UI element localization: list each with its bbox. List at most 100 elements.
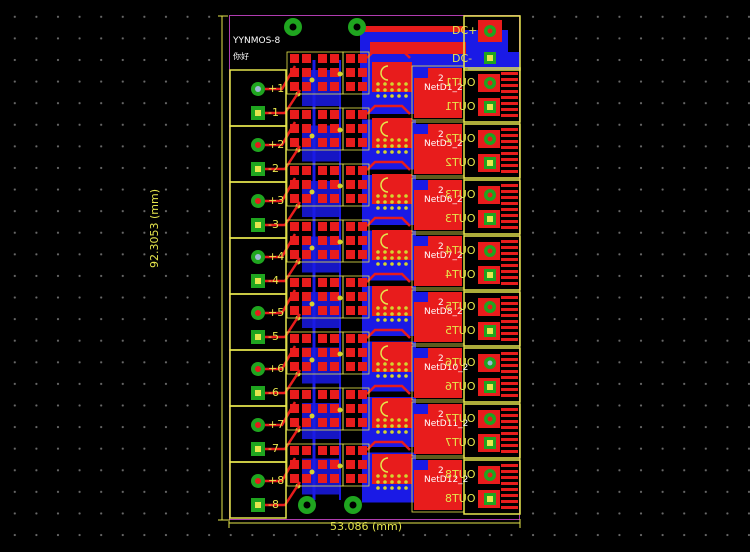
thermal-via	[390, 94, 394, 98]
mosfet-gate-mark	[380, 289, 389, 305]
thermal-via	[376, 200, 380, 204]
thermal-via	[376, 480, 380, 484]
gate-resistor-pad	[346, 138, 355, 147]
thermal-via	[404, 138, 408, 142]
thermal-via	[390, 262, 394, 266]
mosfet-drain-copper	[372, 454, 412, 484]
thermal-via	[397, 474, 401, 478]
edge-stitch	[501, 114, 518, 117]
edge-stitch	[501, 302, 518, 305]
thermal-via	[383, 474, 387, 478]
thermal-via	[397, 94, 401, 98]
thermal-via	[404, 82, 408, 86]
input-pad-hole	[255, 166, 261, 172]
input-pad-hole	[255, 478, 261, 484]
thermal-via	[376, 150, 380, 154]
smd-pad	[290, 390, 299, 399]
edge-stitch	[501, 140, 518, 143]
thermal-via	[397, 430, 401, 434]
smd-pad	[302, 418, 311, 427]
thermal-via	[397, 262, 401, 266]
smd-pad	[290, 446, 299, 455]
edge-stitch	[501, 134, 518, 137]
thermal-via	[383, 312, 387, 316]
thermal-via	[404, 480, 408, 484]
resistor-outline	[342, 331, 370, 375]
thermal-via	[397, 312, 401, 316]
mosfet-pin-label: 2	[438, 74, 444, 84]
smd-pad	[318, 334, 327, 343]
via	[309, 133, 315, 139]
thermal-via	[397, 486, 401, 490]
edge-stitch	[501, 184, 518, 187]
output-pad-hole	[487, 384, 493, 390]
thermal-via	[397, 418, 401, 422]
width-dimension-label: 53.086 (mm)	[330, 520, 402, 533]
thermal-via	[376, 82, 380, 86]
gate-resistor-pad	[358, 194, 367, 203]
silkscreen-overlay	[229, 15, 521, 519]
input-trace	[265, 233, 297, 259]
output-pad-hole	[487, 248, 493, 254]
via	[337, 407, 343, 413]
edge-stitch	[501, 258, 518, 261]
smd-pad	[318, 474, 327, 483]
thermal-via	[404, 318, 408, 322]
thermal-via	[390, 486, 394, 490]
mosfet-gate-mark	[380, 233, 389, 249]
smd-pad	[302, 222, 311, 231]
mosfet-drain-copper	[372, 230, 412, 260]
mosfet-net-label: NetD6_2	[424, 195, 463, 205]
thermal-via	[376, 424, 380, 428]
gate-resistor-pad	[358, 222, 367, 231]
smd-pad	[318, 418, 327, 427]
thermal-via	[376, 256, 380, 260]
output-pad-hole	[487, 104, 493, 110]
thermal-via	[390, 362, 394, 366]
smd-pad	[290, 418, 299, 427]
thermal-via	[390, 474, 394, 478]
mosfet-pin-label: 2	[438, 186, 444, 196]
edge-stitch	[501, 438, 518, 441]
smd-pad	[318, 446, 327, 455]
edge-stitch	[501, 164, 518, 167]
gate-resistor-pad	[346, 348, 355, 357]
smd-pad	[302, 68, 311, 77]
gate-resistor-pad	[346, 236, 355, 245]
smd-pad	[302, 110, 311, 119]
input-plus-label: +5	[268, 306, 285, 319]
thermal-via	[383, 430, 387, 434]
edge-stitch	[501, 420, 518, 423]
thermal-via	[376, 262, 380, 266]
gate-resistor-pad	[358, 82, 367, 91]
edge-stitch	[501, 276, 518, 279]
thermal-via	[397, 374, 401, 378]
thermal-via	[383, 374, 387, 378]
input-pad-hole	[255, 86, 261, 92]
gate-resistor-pad	[358, 446, 367, 455]
via	[309, 189, 315, 195]
output-label: OUT6	[445, 356, 476, 369]
edge-stitch	[501, 352, 518, 355]
smd-pad	[302, 404, 311, 413]
thermal-via	[376, 306, 380, 310]
input-pad-hole	[255, 390, 261, 396]
thermal-via	[390, 480, 394, 484]
smd-pad	[318, 250, 327, 259]
smd-pad	[330, 306, 339, 315]
mosfet-net-label: NetD7_2	[424, 251, 463, 261]
gate-resistor-pad	[346, 180, 355, 189]
output-label: OUT2	[445, 132, 476, 145]
gate-resistor-pad	[358, 362, 367, 371]
output-pad-hole	[487, 192, 493, 198]
board-name-label: YYNMOS-8	[233, 36, 281, 46]
gate-resistor-pad	[346, 250, 355, 259]
smd-pad	[290, 110, 299, 119]
gate-trace	[366, 272, 411, 283]
gate-resistor-pad	[358, 236, 367, 245]
smd-pad	[330, 348, 339, 357]
gate-resistor-pad	[346, 292, 355, 301]
via	[309, 77, 315, 83]
output-pad-hole	[487, 304, 493, 310]
output-label: OUT8	[445, 468, 476, 481]
